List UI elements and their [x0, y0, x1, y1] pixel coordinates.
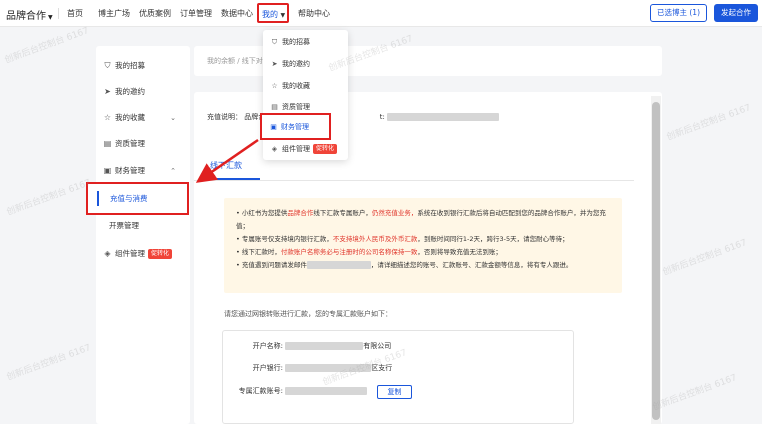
menu-item-label: 组件管理 [282, 145, 310, 153]
menu-item-invite[interactable]: ➤ 我的邀约 [270, 59, 310, 69]
notice-line: 值； [236, 222, 249, 230]
tab-bar: 线下汇款 [194, 154, 634, 181]
notice-line: • 专属账号仅支持境内银行汇款，不支持境外人民币及外币汇款，到账时间同行1-2天… [236, 235, 569, 243]
sidebar-item-label: 我的收藏 [115, 113, 145, 122]
transfer-instruction: 请您通过网银转账进行汇款，您的专属汇款账户如下： [224, 310, 392, 318]
menu-item-qualification[interactable]: ▤ 资质管理 [270, 102, 310, 112]
sidebar-item-qualification[interactable]: ▤资质管理 [96, 132, 190, 156]
menu-item-label: 我的招募 [282, 38, 310, 46]
shield-icon: ⛉ [271, 38, 278, 46]
component-icon: ◈ [271, 145, 278, 153]
menu-item-label: 我的邀约 [282, 60, 310, 68]
selected-bloggers-button[interactable]: 已选博主 (1) [650, 4, 707, 22]
tab-offline-remittance[interactable]: 线下汇款 [210, 161, 242, 170]
notice-line: • 线下汇款时，付款账户名称务必与注册时的公司名称保持一致，否则将导致充值无法到… [236, 248, 502, 256]
caret-down-icon: ▼ [280, 12, 286, 19]
account-name-row: 开户名称: 有限公司 [223, 341, 391, 351]
menu-item-label: 资质管理 [282, 103, 310, 111]
nav-mine[interactable]: 我的 ▼ [257, 3, 289, 23]
sidebar-item-label: 我的邀约 [115, 87, 145, 96]
nav-orders[interactable]: 订单管理 [180, 9, 212, 18]
account-name-label: 开户名称: [252, 342, 283, 350]
sidebar-item-label: 充值与消费 [110, 194, 148, 203]
sidebar-item-label: 组件管理 [115, 249, 145, 258]
menu-item-favorites[interactable]: ☆ 我的收藏 [270, 81, 310, 91]
chevron-up-icon: ⌃ [170, 167, 176, 175]
tab-underline [206, 178, 260, 180]
sidebar-item-finance[interactable]: ▣财务管理 ⌃ [96, 159, 190, 183]
sidebar-item-invite[interactable]: ➤ 我的邀约 [96, 80, 190, 104]
send-icon: ➤ [271, 60, 278, 68]
active-indicator [97, 191, 99, 206]
copy-button[interactable]: 复制 [377, 385, 412, 399]
nav-home[interactable]: 首页 [67, 9, 83, 18]
sidebar-item-label: 财务管理 [115, 166, 145, 175]
menu-item-finance[interactable]: ▣ 财务管理 [260, 113, 331, 140]
redacted-text [285, 342, 364, 350]
scrollbar-thumb[interactable] [652, 102, 660, 420]
breadcrumb: 我的余额 / 线下对公 [207, 57, 270, 65]
notice-line: • 充值遇到问题请发邮件，请详细描述您的账号、汇款账号、汇款金额等信息，将有专人… [236, 261, 573, 269]
sidebar-item-components[interactable]: ◈ 组件管理促转化 [96, 242, 190, 266]
account-bank-suffix: 区支行 [371, 364, 393, 372]
redacted-text [387, 113, 500, 121]
star-icon: ☆ [103, 113, 112, 122]
brand-selector[interactable]: 品牌合作▼ [6, 7, 53, 22]
sidebar-item-invoice[interactable]: 开票管理 [96, 214, 190, 238]
wallet-icon: ▣ [103, 166, 112, 175]
account-number-row: 专属汇款账号: [223, 386, 368, 396]
chevron-down-icon: ⌄ [170, 114, 176, 122]
document-icon: ▤ [103, 139, 112, 148]
component-icon: ◈ [104, 249, 111, 258]
recharge-info: 充值说明： 品牌合 t: [207, 112, 500, 122]
nav-data-center[interactable]: 数据中心 [221, 9, 253, 18]
info-prefix: 充值说明： [207, 113, 242, 121]
sidebar-item-recharge[interactable]: 充值与消费 [86, 182, 189, 215]
shield-icon: ⛉ [104, 61, 111, 70]
menu-item-label: 我的收藏 [282, 82, 310, 90]
main-panel: 充值说明： 品牌合 t: 线下汇款 • 小红书为您提供品牌合作线下汇款专属账户，… [194, 92, 662, 424]
account-number-label: 专属汇款账号: [238, 387, 283, 395]
menu-item-recruit[interactable]: ⛉ 我的招募 [270, 37, 310, 47]
nav-cases[interactable]: 优质案例 [139, 9, 171, 18]
scrollbar[interactable] [651, 96, 661, 424]
sidebar: ⛉ 我的招募 ➤ 我的邀约 ☆我的收藏 ⌄ ▤资质管理 ▣财务管理 ⌃ 开票管理 ◈ 组件… [96, 46, 190, 424]
redacted-text [285, 387, 368, 395]
conversion-tag: 促转化 [148, 249, 173, 259]
redacted-email [306, 261, 371, 269]
conversion-tag: 促转化 [313, 144, 338, 154]
notice-line: • 小红书为您提供品牌合作线下汇款专属账户，仍然充值业务，系统在收到银行汇款后将… [236, 209, 606, 217]
send-icon: ➤ [104, 87, 111, 96]
brand-name: 品牌合作 [6, 11, 46, 22]
info-text: 品牌合 [244, 113, 266, 121]
top-nav-bar: 品牌合作▼ 首页 博主广场 优质案例 订单管理 数据中心 我的 ▼ 帮助中心 已… [0, 0, 762, 27]
account-bank-row: 开户银行: 区支行 [223, 363, 392, 373]
divider [58, 8, 59, 19]
document-icon: ▤ [271, 103, 278, 111]
sidebar-item-recruit[interactable]: ⛉ 我的招募 [96, 54, 190, 78]
nav-blogger-square[interactable]: 博主广场 [98, 9, 130, 18]
nav-mine-label: 我的 [262, 10, 278, 19]
sidebar-item-label: 资质管理 [115, 139, 145, 148]
nav-help[interactable]: 帮助中心 [298, 9, 330, 18]
menu-item-label: 财务管理 [281, 123, 309, 131]
account-bank-label: 开户银行: [252, 364, 283, 372]
notice-box: • 小红书为您提供品牌合作线下汇款专属账户，仍然充值业务，系统在收到银行汇款后将… [224, 198, 622, 293]
sidebar-item-label: 开票管理 [109, 221, 139, 230]
start-cooperation-button[interactable]: 发起合作 [714, 4, 758, 22]
sidebar-item-favorites[interactable]: ☆我的收藏 ⌄ [96, 106, 190, 130]
menu-item-components[interactable]: ◈ 组件管理促转化 [270, 144, 338, 154]
account-name-suffix: 有限公司 [363, 342, 392, 350]
account-box: 开户名称: 有限公司 开户银行: 区支行 专属汇款账号: 复制 [222, 330, 574, 424]
star-icon: ☆ [271, 82, 278, 90]
sidebar-item-label: 我的招募 [115, 61, 145, 70]
caret-down-icon: ▼ [48, 14, 53, 21]
info-mid: t [379, 113, 383, 121]
wallet-icon: ▣ [270, 123, 277, 131]
redacted-text [285, 364, 372, 372]
